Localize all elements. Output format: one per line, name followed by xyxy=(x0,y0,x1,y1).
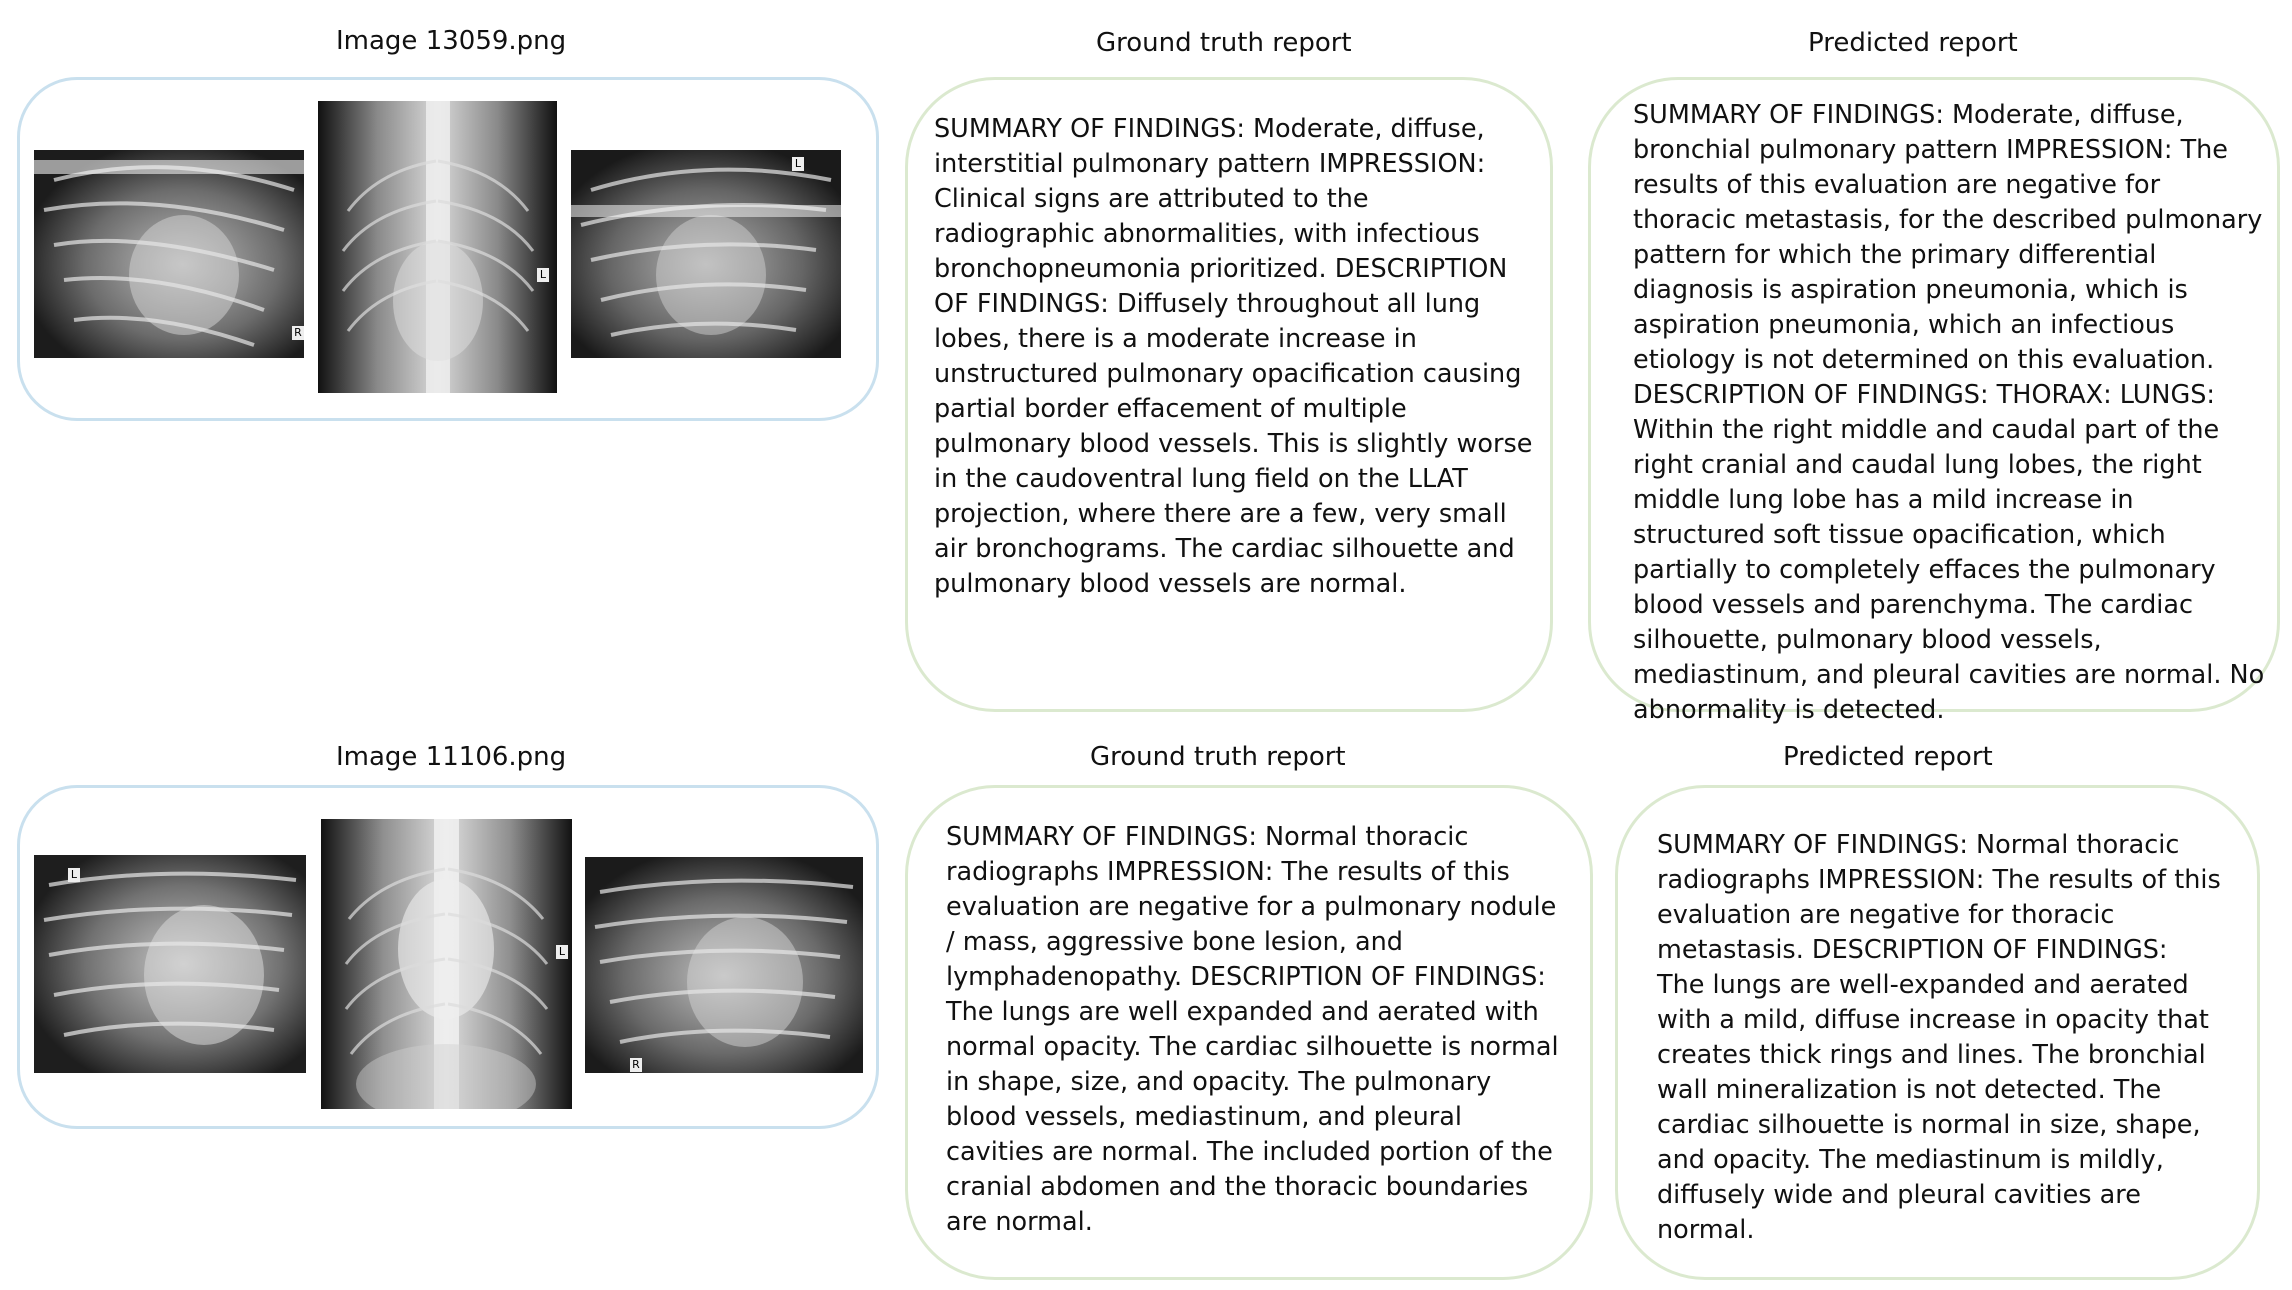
ground-truth-report: SUMMARY OF FINDINGS: Moderate, diffuse, … xyxy=(934,114,1533,599)
radiograph-lateral-right xyxy=(34,150,304,358)
laterality-marker: L xyxy=(537,268,549,282)
radiograph-ventrodorsal xyxy=(321,819,572,1109)
laterality-marker: L xyxy=(792,157,804,171)
ground-truth-heading: Ground truth report xyxy=(1090,742,1346,772)
image-title: Image 13059.png xyxy=(336,26,567,56)
radiograph-panel xyxy=(17,785,879,1129)
laterality-marker: L xyxy=(68,868,80,882)
laterality-marker: L xyxy=(556,945,568,959)
ground-truth-report: SUMMARY OF FINDINGS: Normal thoracic rad… xyxy=(946,822,1559,1237)
radiograph-panel xyxy=(17,77,879,421)
ground-truth-heading: Ground truth report xyxy=(1096,28,1352,58)
ground-truth-box xyxy=(905,77,1553,712)
radiograph-lateral-right xyxy=(585,857,863,1073)
ground-truth-box xyxy=(905,785,1593,1280)
laterality-marker: R xyxy=(630,1058,642,1072)
predicted-box xyxy=(1615,785,2260,1280)
predicted-report: SUMMARY OF FINDINGS: Normal thoracic rad… xyxy=(1657,830,2221,1245)
radiograph-lateral-left xyxy=(34,855,306,1073)
predicted-box xyxy=(1588,77,2280,712)
image-title: Image 11106.png xyxy=(336,742,567,772)
predicted-report: SUMMARY OF FINDINGS: Moderate, diffuse, … xyxy=(1633,100,2265,725)
predicted-heading: Predicted report xyxy=(1783,742,1993,772)
predicted-heading: Predicted report xyxy=(1808,28,2018,58)
radiograph-lateral-left xyxy=(571,150,841,358)
radiograph-ventrodorsal xyxy=(318,101,557,393)
laterality-marker: R xyxy=(292,326,304,340)
